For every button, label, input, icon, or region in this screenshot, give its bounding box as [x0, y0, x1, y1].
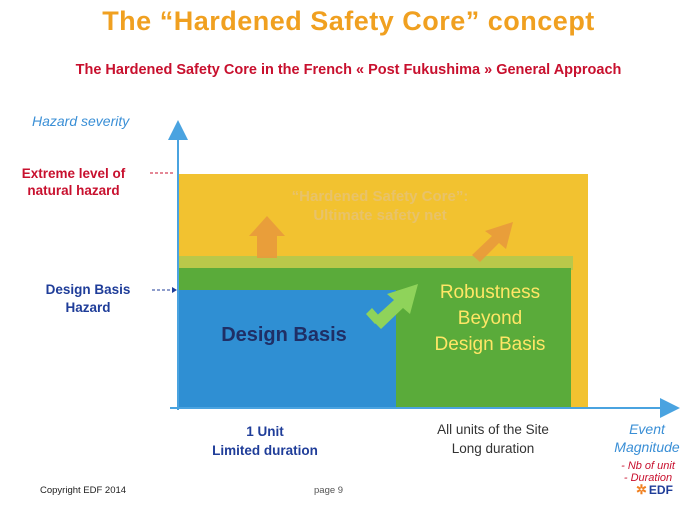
hsc-title: “Hardened Safety Core”:: [291, 188, 469, 205]
copyright-text: Copyright EDF 2014: [40, 485, 127, 496]
arrow-up-right: [472, 222, 513, 262]
edf-logo-text: EDF: [648, 483, 673, 497]
page-subtitle: The Hardened Safety Core in the French «…: [75, 62, 622, 78]
x-axis-sublabel: - Nb of unit - Duration: [603, 460, 693, 484]
x-cat2-line2: Long duration: [451, 441, 535, 456]
page-title: The “Hardened Safety Core” concept: [102, 6, 595, 36]
hardened-safety-core-label: “Hardened Safety Core”: Ultimate safety …: [230, 187, 530, 225]
x-cat1-line1: 1 Unit: [246, 424, 284, 439]
page-number: page 9: [314, 485, 344, 496]
robustness-label: Robustness Beyond Design Basis: [405, 280, 575, 358]
hsc-subtitle: Ultimate safety net: [313, 207, 447, 224]
design-basis-region: [178, 290, 396, 408]
arrow-design-to-robust: [366, 284, 418, 329]
arrow-up-left: [249, 216, 285, 258]
snowflake-icon: ✲: [636, 482, 647, 497]
robustness-line-2: Beyond: [457, 308, 523, 329]
x-axis-sub-line1: - Nb of unit: [621, 460, 675, 472]
robustness-line-3: Design Basis: [434, 334, 546, 355]
x-category-all-units: All units of the Site Long duration: [408, 420, 578, 458]
edf-logo: ✲EDF: [636, 482, 673, 498]
x-axis-label: Event Magnitude: [595, 420, 697, 456]
design-basis-margin-strip: [178, 256, 573, 270]
x-axis-label-line2: Magnitude: [614, 439, 680, 455]
extreme-level-label: Extreme level of natural hazard: [21, 166, 126, 198]
robustness-line-1: Robustness: [439, 282, 541, 303]
y-axis-label: Hazard severity: [32, 113, 130, 129]
x-axis-label-line1: Event: [629, 421, 665, 437]
x-axis-sub-line2: - Duration: [623, 472, 673, 484]
x-cat1-line2: Limited duration: [212, 443, 318, 458]
x-category-one-unit: 1 Unit Limited duration: [190, 422, 340, 460]
x-cat2-line1: All units of the Site: [437, 422, 549, 437]
design-basis-label: Design Basis: [221, 324, 347, 346]
design-basis-hazard-label: Design Basis Hazard: [45, 282, 131, 315]
